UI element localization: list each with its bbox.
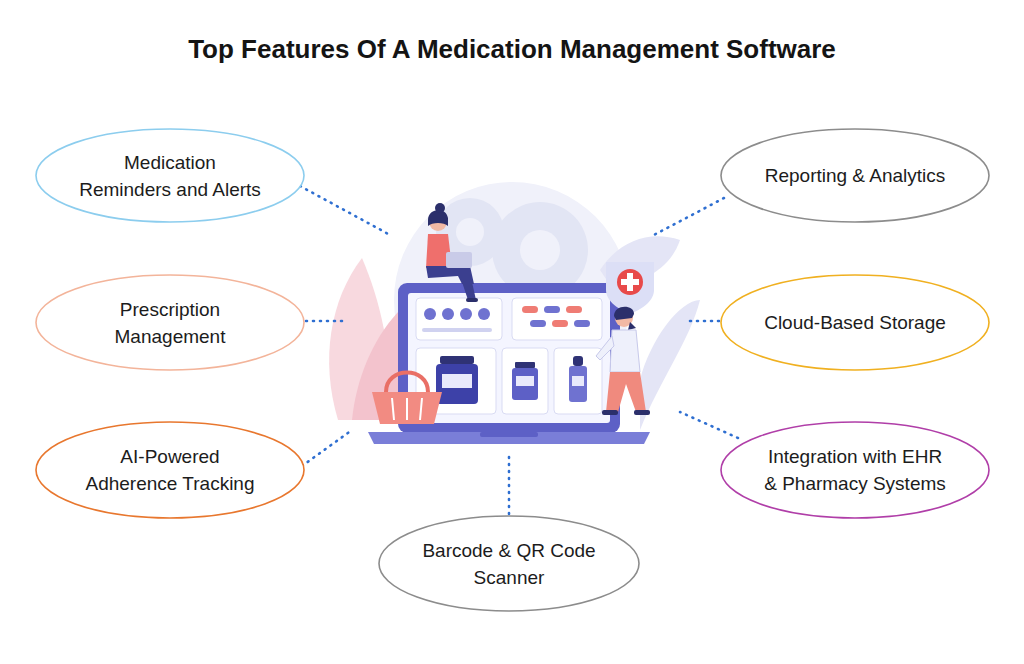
woman-figure [426,203,478,302]
background-blob [329,182,700,430]
feature-label: Reporting & Analytics [740,162,970,189]
feature-ellipse: Prescription Management [35,274,305,371]
feature-ellipse: Reporting & Analytics [720,128,990,223]
diagram-title: Top Features Of A Medication Management … [0,34,1024,65]
ellipse-outline [378,515,640,612]
ellipse-outline [35,128,305,223]
man-figure [596,307,650,415]
feature-ellipse: Integration with EHR & Pharmacy Systems [720,421,990,519]
feature-label: Integration with EHR & Pharmacy Systems [760,443,950,497]
laptop [368,283,650,444]
feature-label: Cloud-Based Storage [740,309,970,336]
feature-label: Prescription Management [85,296,255,350]
feature-label: Medication Reminders and Alerts [76,149,264,203]
ellipse-outline [35,274,305,371]
shield-icon [606,262,654,314]
feature-label: Barcode & QR Code Scanner [409,537,609,591]
ellipse-outline [720,421,990,519]
feature-ellipse: Barcode & QR Code Scanner [378,515,640,612]
feature-label: AI-Powered Adherence Tracking [77,443,263,497]
feature-ellipse: AI-Powered Adherence Tracking [35,421,305,519]
leader-lines [300,186,738,514]
feature-ellipse: Medication Reminders and Alerts [35,128,305,223]
ellipse-outline [35,421,305,519]
feature-ellipse: Cloud-Based Storage [720,274,990,371]
basket-icon [372,373,442,425]
